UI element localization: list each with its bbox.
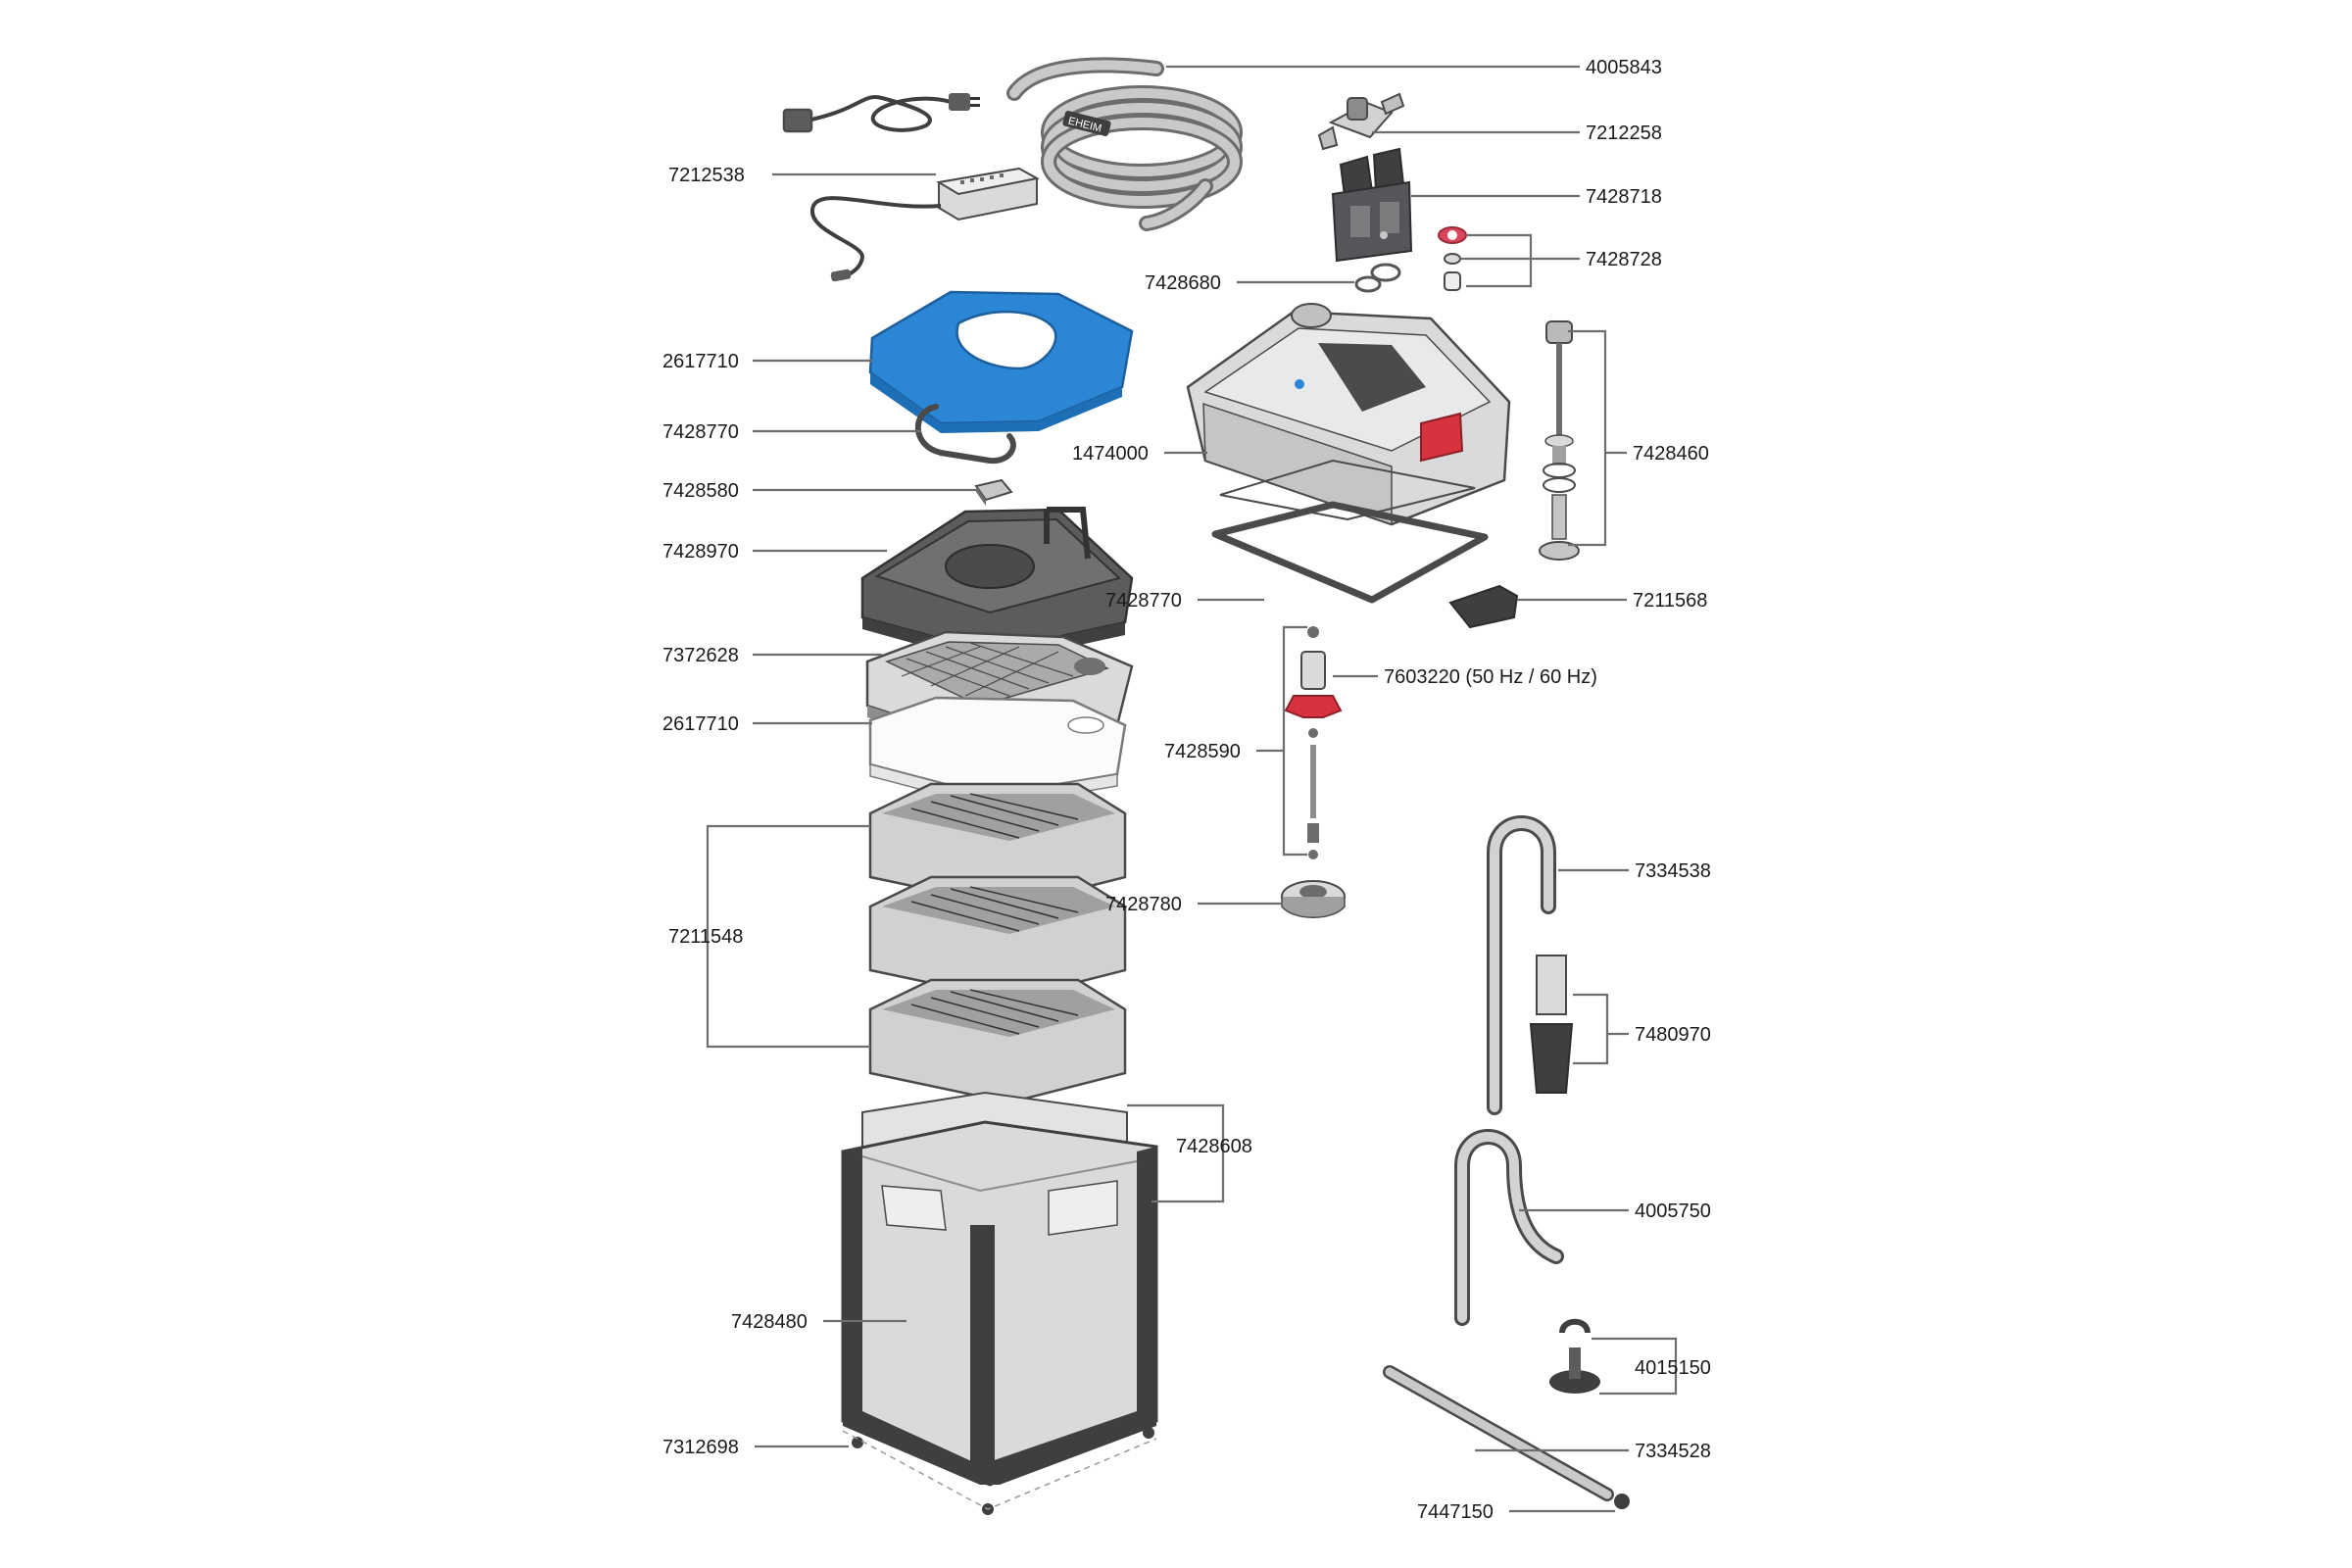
label-7372628: 7372628 [662,645,739,666]
hose-coil: EHEIM [1006,57,1243,231]
media-basket-2 [868,875,1127,1002]
spray-assembly [1539,320,1580,561]
suction-cup [1549,1318,1600,1394]
label-7212538: 7212538 [668,165,745,186]
label-2617710-mid: 2617710 [662,713,739,735]
canister-body [841,1091,1158,1515]
filter-lid [860,507,1134,664]
connection-adapter [1331,147,1413,263]
label-7211548: 7211548 [668,926,743,948]
label-7334538: 7334538 [1635,860,1711,882]
pump-head-gasket [1211,501,1489,604]
pump-head [1186,303,1511,526]
media-basket-3 [868,978,1127,1104]
label-7428608: 7428608 [1176,1136,1252,1157]
label-4015150: 4015150 [1635,1357,1711,1379]
outlet-pipe [1454,1129,1564,1326]
power-supply [809,167,1040,282]
label-7428718: 7428718 [1586,186,1662,208]
label-7480970: 7480970 [1635,1024,1711,1046]
label-7447150: 7447150 [1417,1501,1494,1523]
part-labels: 4005843 7212258 7428718 7428728 7428680 … [662,57,1711,1523]
intake-strainer [1529,955,1574,1094]
label-1474000: 1474000 [1072,443,1149,465]
lid-gasket [914,404,1016,465]
label-7428970: 7428970 [662,541,739,563]
shaft-set [1307,728,1319,859]
label-4005843: 4005843 [1586,57,1662,78]
label-2617710-top: 2617710 [662,351,739,372]
intake-pipe [1487,815,1556,1115]
leader-lines [706,65,1678,1513]
label-7211568: 7211568 [1633,590,1707,612]
label-7428480: 7428480 [731,1311,808,1333]
blue-filter-pad [868,290,1134,433]
label-7428460: 7428460 [1633,443,1709,465]
valve-cap [974,478,1013,506]
label-7428780: 7428780 [1105,894,1182,915]
label-4005750: 4005750 [1635,1200,1711,1222]
label-7312698: 7312698 [662,1437,739,1458]
label-7334528: 7334528 [1635,1441,1711,1462]
label-7212258: 7212258 [1586,122,1662,144]
label-7428770-left: 7428770 [662,421,739,443]
o-rings [1354,263,1401,293]
impeller-cover [1281,880,1346,918]
label-7428680: 7428680 [1145,272,1221,294]
label-7428590: 7428590 [1164,741,1241,762]
label-7603220: 7603220 (50 Hz / 60 Hz) [1384,666,1597,688]
spray-bar [1383,1365,1630,1509]
impeller [1284,626,1343,718]
hose-clip [1317,92,1405,151]
lever-clip [1448,584,1519,629]
label-7428728: 7428728 [1586,249,1662,270]
power-cable [782,93,980,133]
label-7428580: 7428580 [662,480,739,502]
label-7428770-right: 7428770 [1105,590,1182,612]
